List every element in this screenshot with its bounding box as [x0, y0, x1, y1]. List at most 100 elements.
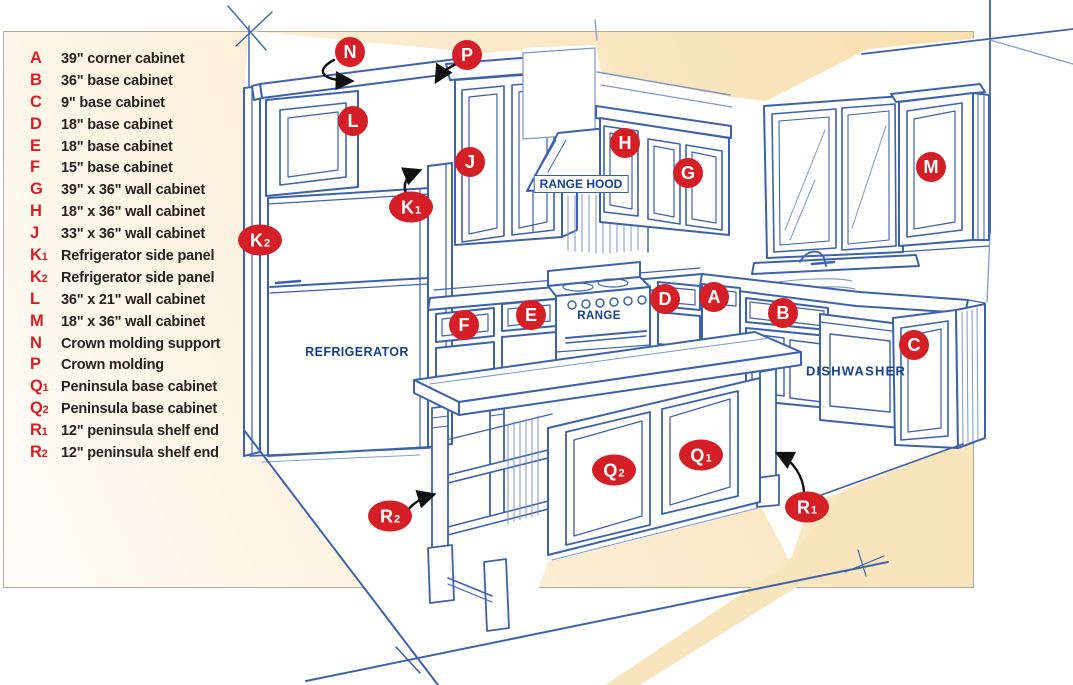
island-door-Q1 — [661, 390, 739, 515]
legend-text: 18" base cabinet — [61, 138, 173, 155]
legend-key: C — [30, 92, 42, 111]
legend-key: E — [30, 136, 41, 155]
legend-row: G 39" x 36" wall cabinet — [30, 180, 260, 202]
legend-key: B — [30, 70, 42, 89]
legend-row: E 18" base cabinet — [30, 137, 260, 159]
legend-text: Crown molding support — [61, 335, 221, 352]
legend-row: K2 Refrigerator side panel — [30, 268, 260, 290]
marker-P: P — [452, 40, 482, 70]
legend-text: Refrigerator side panel — [61, 248, 215, 265]
legend-key: G — [30, 180, 43, 199]
legend-text: 12" peninsula shelf end — [61, 423, 219, 440]
arrow-K1 — [401, 167, 423, 196]
legend-key: L — [30, 289, 40, 308]
legend-key: A — [30, 49, 42, 67]
legend-row: N Crown molding support — [30, 334, 260, 356]
legend-text: Refrigerator side panel — [61, 269, 215, 286]
legend-row: A 39" corner cabinet — [30, 49, 260, 71]
arrow-R1 — [774, 451, 806, 494]
marker-B: B — [768, 298, 798, 328]
marker-D: D — [650, 284, 680, 314]
marker-G: G — [673, 158, 703, 188]
legend-row: J 33" x 36" wall cabinet — [30, 224, 260, 246]
marker-F: F — [449, 310, 479, 340]
legend-text: Peninsula base cabinet — [61, 379, 217, 396]
legend-key: M — [30, 311, 44, 330]
legend-text: Peninsula base cabinet — [61, 401, 217, 418]
range — [547, 261, 651, 369]
legend-row: B 36" base cabinet — [30, 71, 260, 93]
island-door-Q2 — [565, 411, 651, 546]
legend-key: R2 — [30, 443, 48, 462]
legend-text: 36" x 21" wall cabinet — [61, 291, 205, 308]
legend-text: Crown molding — [61, 357, 164, 374]
legend-key: J — [30, 224, 39, 243]
marker-N: N — [335, 37, 365, 67]
cabinet-C — [892, 303, 986, 449]
marker-E: E — [516, 300, 546, 330]
legend-text: 18" x 36" wall cabinet — [61, 313, 205, 330]
legend-row: L 36" x 21" wall cabinet — [30, 290, 260, 312]
legend-key: N — [30, 333, 42, 352]
refrigerator-label: REFRIGERATOR — [305, 345, 409, 359]
legend-row: P Crown molding — [30, 355, 260, 377]
legend-key: P — [30, 355, 41, 374]
marker-A: A — [699, 282, 729, 312]
legend-row: H 18" x 36" wall cabinet — [30, 202, 260, 224]
arrow-N — [321, 58, 355, 91]
legend-row: Q1 Peninsula base cabinet — [30, 377, 260, 399]
legend-text: 18" x 36" wall cabinet — [61, 204, 205, 221]
arrow-P — [434, 62, 458, 85]
legend-text: 15" base cabinet — [61, 160, 173, 177]
marker-L: L — [338, 106, 368, 136]
legend-text: 39" corner cabinet — [61, 51, 185, 67]
legend-row: M 18" x 36" wall cabinet — [30, 312, 260, 334]
legend-key: Q1 — [30, 377, 49, 396]
legend-text: 9" base cabinet — [61, 94, 165, 111]
island — [413, 331, 802, 632]
range-hood-label: RANGE HOOD — [533, 175, 629, 193]
legend-key: F — [30, 158, 40, 177]
legend-text: 33" x 36" wall cabinet — [61, 226, 205, 243]
window-sill — [751, 254, 920, 275]
marker-M: M — [916, 152, 946, 182]
legend-key: Q2 — [30, 399, 49, 418]
legend-row: F 15" base cabinet — [30, 158, 260, 180]
legend-key: K1 — [30, 246, 48, 265]
legend-row: Q2 Peninsula base cabinet — [30, 399, 260, 421]
legend-row: C 9" base cabinet — [30, 93, 260, 115]
faucet — [799, 250, 827, 267]
marker-C: C — [899, 330, 929, 360]
floor-lines — [243, 429, 889, 685]
floor-shading — [605, 443, 972, 685]
legend-key: H — [30, 202, 42, 221]
dishwasher-label: DISHWASHER — [805, 363, 907, 379]
refrigerator-body — [267, 187, 431, 457]
legend-text: 36" base cabinet — [61, 72, 173, 89]
window — [751, 95, 920, 293]
legend-text: 18" base cabinet — [61, 116, 173, 133]
island-front — [547, 377, 761, 556]
island-left-shelves — [427, 393, 561, 632]
legend-key: K2 — [30, 267, 48, 286]
legend-row: K1 Refrigerator side panel — [30, 246, 260, 268]
legend-key: D — [30, 114, 42, 133]
cabinet-L — [265, 90, 359, 197]
marker-H: H — [610, 128, 640, 158]
legend-row: D 18" base cabinet — [30, 115, 260, 137]
range-label: RANGE — [577, 310, 621, 322]
legend-text: 39" x 36" wall cabinet — [61, 182, 205, 199]
marker-J: J — [455, 147, 485, 177]
